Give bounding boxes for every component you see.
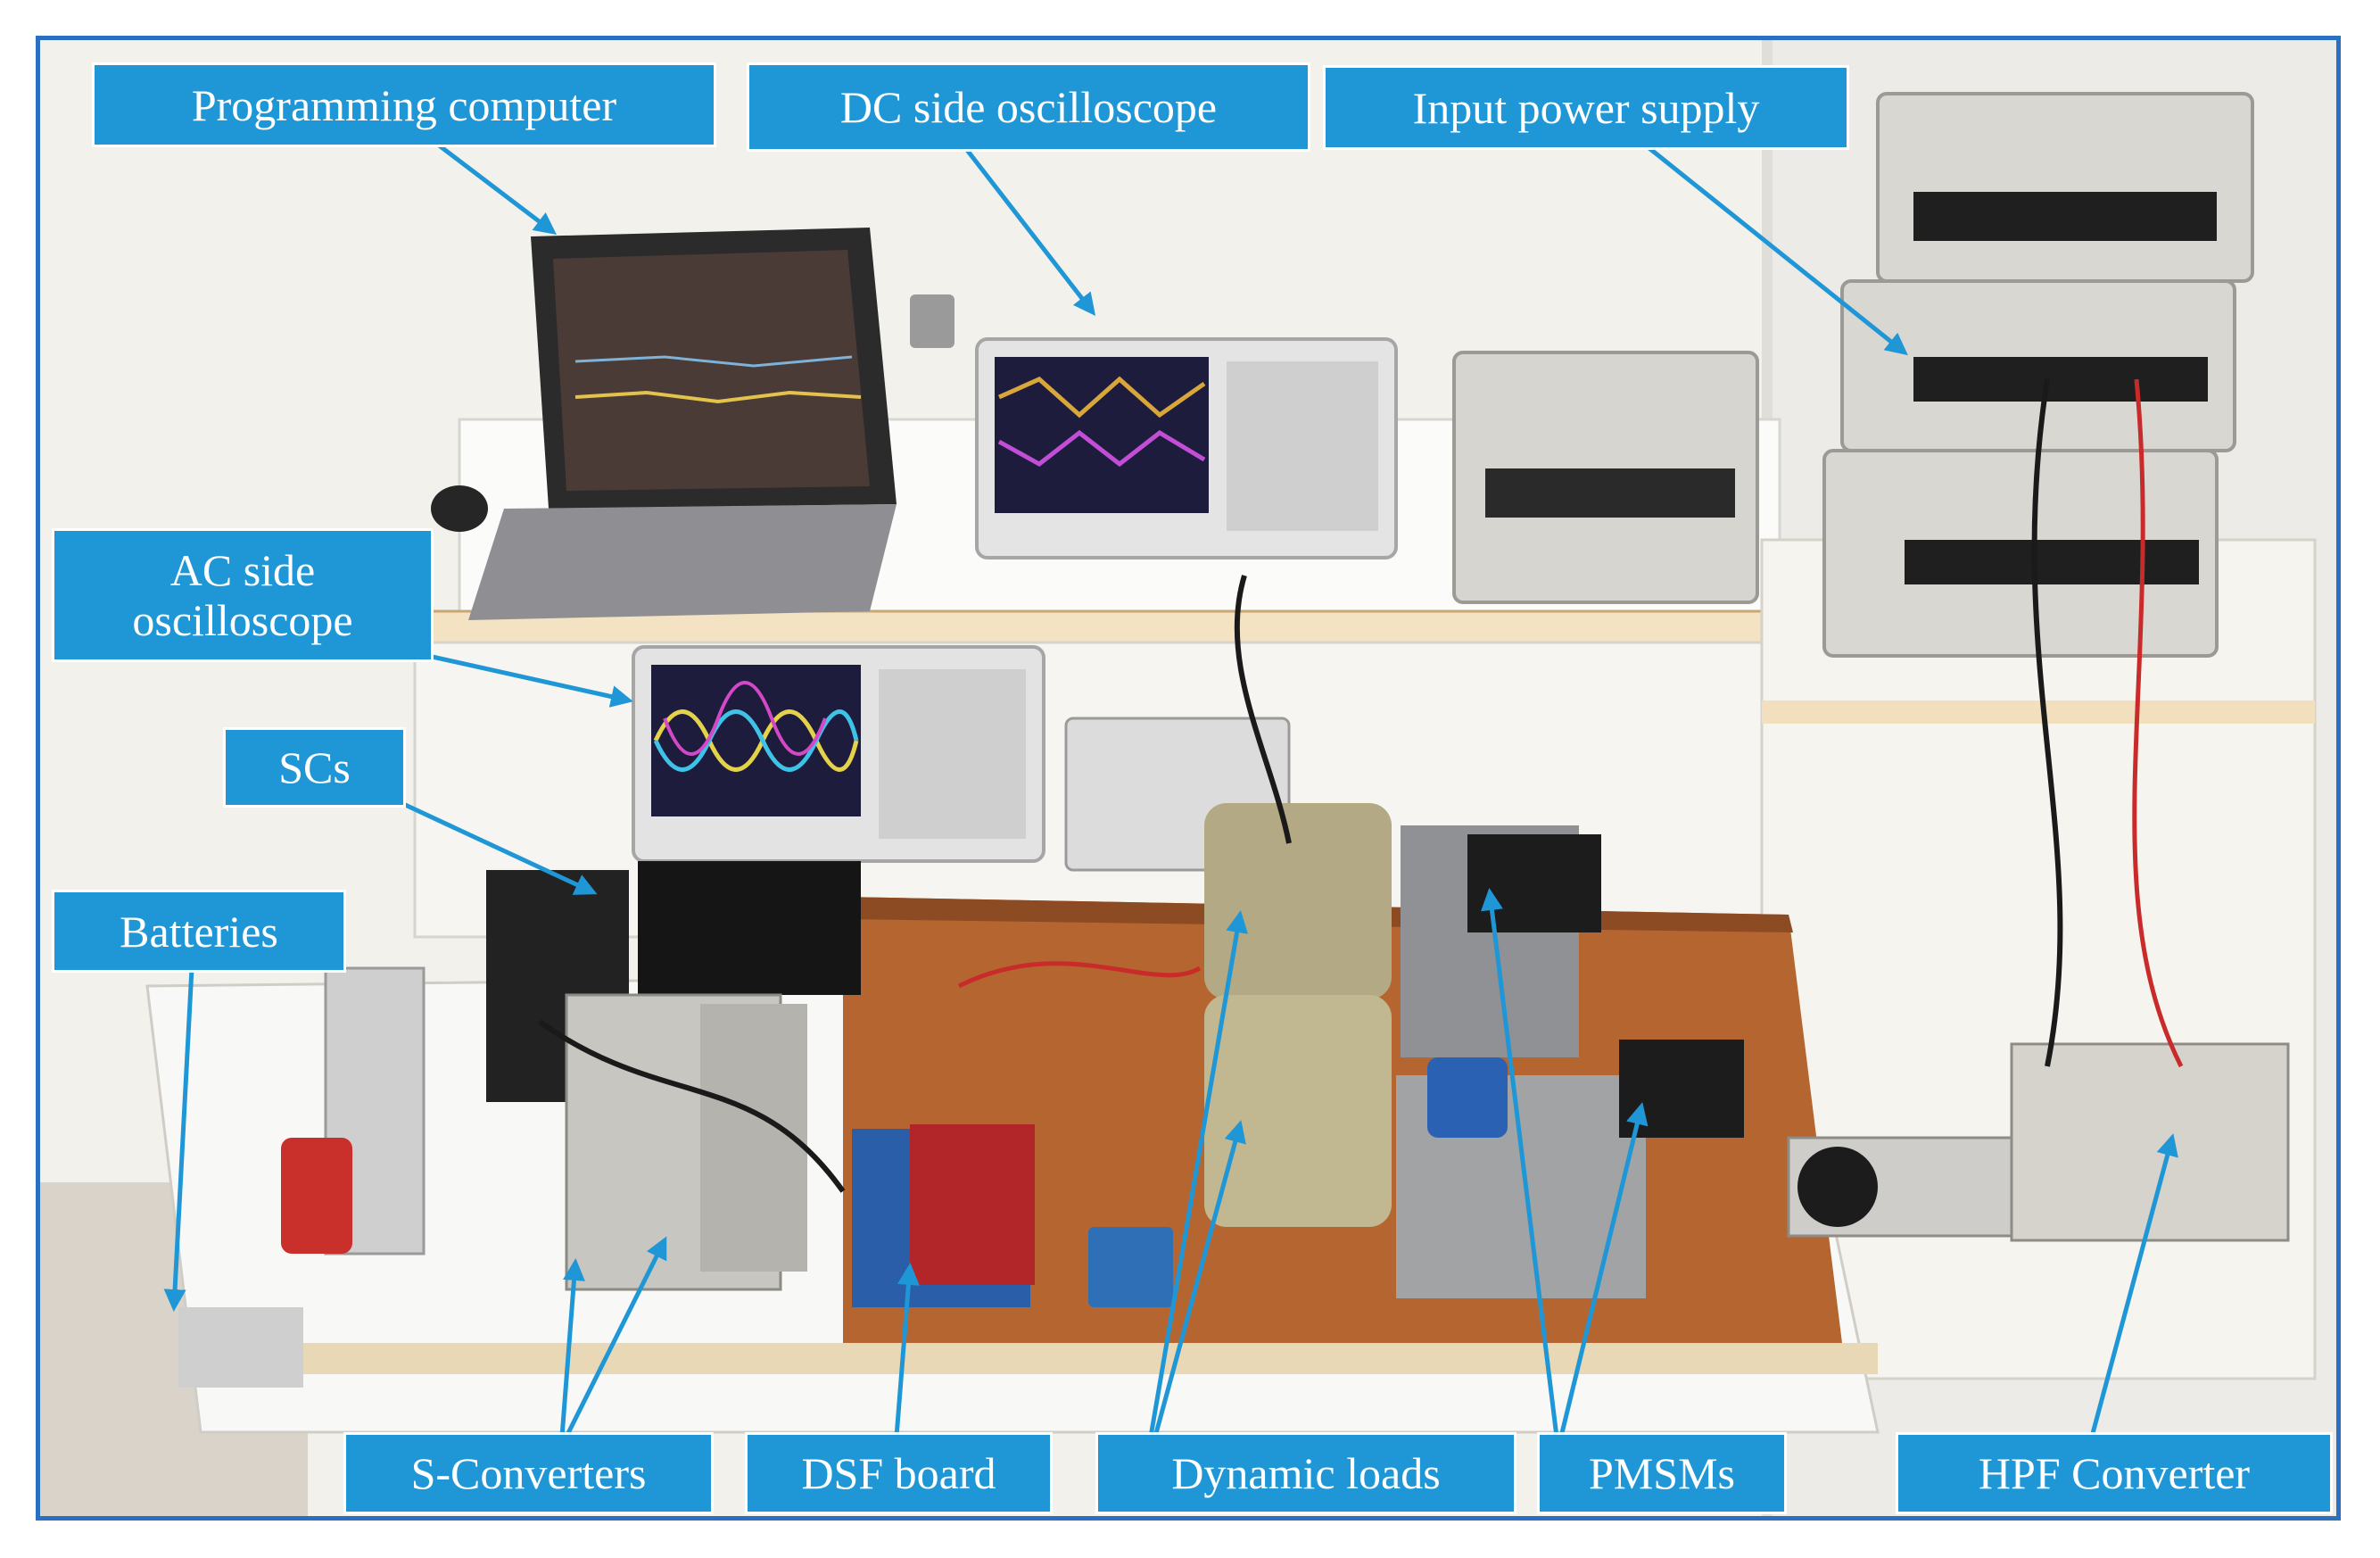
- dc-trace-1: [997, 376, 1206, 419]
- power-supply-top: [1876, 92, 2254, 283]
- dsf-board: [910, 1124, 1035, 1285]
- dynamic-load-1: [1204, 803, 1392, 999]
- label-dc-oscilloscope: DC side oscilloscope: [747, 62, 1310, 152]
- hpf-converter: [2010, 1042, 2290, 1242]
- wall-socket: [910, 294, 954, 348]
- pmsm-1: [1467, 834, 1601, 932]
- side-cabinet-edge: [1762, 700, 2315, 724]
- label-pmsms: PMSMs: [1537, 1432, 1787, 1514]
- mouse: [431, 485, 488, 532]
- battery: [281, 1138, 352, 1254]
- bench-front: [201, 1343, 1878, 1374]
- dc-oscilloscope-panel: [1227, 361, 1378, 531]
- cable-red: [2132, 378, 2184, 1068]
- dc-oscilloscope-screen: [995, 357, 1209, 513]
- screen-trace: [574, 390, 862, 404]
- pmsm-2: [1619, 1040, 1744, 1138]
- power-supply-top-display: [1913, 192, 2217, 241]
- battery-box: [178, 1307, 303, 1388]
- ac-trace-2: [653, 709, 859, 772]
- dynamic-load-2: [1204, 995, 1392, 1227]
- filter-inductor: [1797, 1147, 1878, 1227]
- label-ac-oscilloscope: AC side oscilloscope: [52, 528, 434, 662]
- capacitor-bank: [638, 861, 861, 995]
- dc-trace-2: [997, 429, 1206, 468]
- label-dynamic-loads: Dynamic loads: [1095, 1432, 1516, 1514]
- laptop-screen: [553, 250, 870, 491]
- cable: [2031, 378, 2063, 1067]
- laptop-keyboard: [468, 504, 897, 620]
- sensor-module: [1088, 1227, 1173, 1307]
- ac-trace-3: [663, 681, 827, 756]
- label-hpf-converter: HPF Converter: [1896, 1432, 2333, 1514]
- screen-trace-2: [574, 355, 853, 368]
- label-s-converters: S-Converters: [343, 1432, 714, 1514]
- label-programming-computer: Programming computer: [92, 62, 716, 147]
- power-supply-center-display: [1485, 468, 1735, 518]
- coupling: [1427, 1057, 1508, 1138]
- label-input-power-supply: Input power supply: [1323, 65, 1849, 150]
- photo-frame: Programming computer DC side oscilloscop…: [36, 36, 2341, 1521]
- label-dsf-board: DSF board: [745, 1432, 1053, 1514]
- label-batteries: Batteries: [52, 890, 346, 973]
- cable: [1234, 575, 1292, 844]
- power-supply-bottom-display: [1905, 540, 2199, 584]
- label-scs: SCs: [223, 727, 406, 808]
- cable: [538, 1019, 846, 1193]
- ac-oscilloscope-panel: [879, 669, 1026, 839]
- power-supply-middle-display: [1913, 357, 2208, 402]
